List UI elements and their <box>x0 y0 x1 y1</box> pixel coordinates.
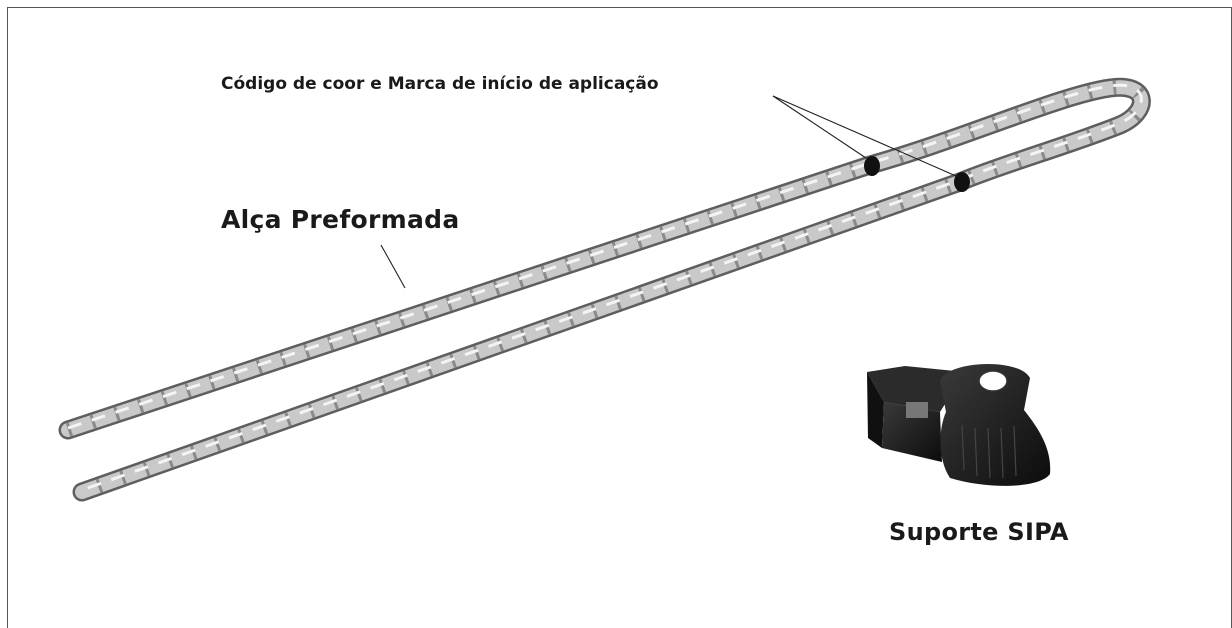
leader-marker-1 <box>772 95 867 159</box>
grip-helix-highlight <box>67 83 1143 492</box>
bracket-window <box>906 402 928 418</box>
leader-marker-2 <box>772 95 957 177</box>
bracket-ring <box>940 363 1051 486</box>
bracket-top <box>867 366 965 412</box>
leader-lines <box>380 95 957 289</box>
bracket-hole <box>978 370 1008 392</box>
bracket-side <box>867 372 884 448</box>
helical-grip <box>58 77 1151 502</box>
sipa-bracket <box>867 363 1051 486</box>
color-code-mark-2 <box>954 172 970 192</box>
helical-grip-label: Alça Preformada <box>221 205 460 234</box>
color-code-label: Código de coor e Marca de início de apli… <box>221 74 659 94</box>
leader-grip <box>380 244 406 289</box>
bracket-ribs <box>961 424 1017 479</box>
color-code-mark-1 <box>864 156 880 176</box>
sipa-bracket-label: Suporte SIPA <box>889 518 1069 546</box>
